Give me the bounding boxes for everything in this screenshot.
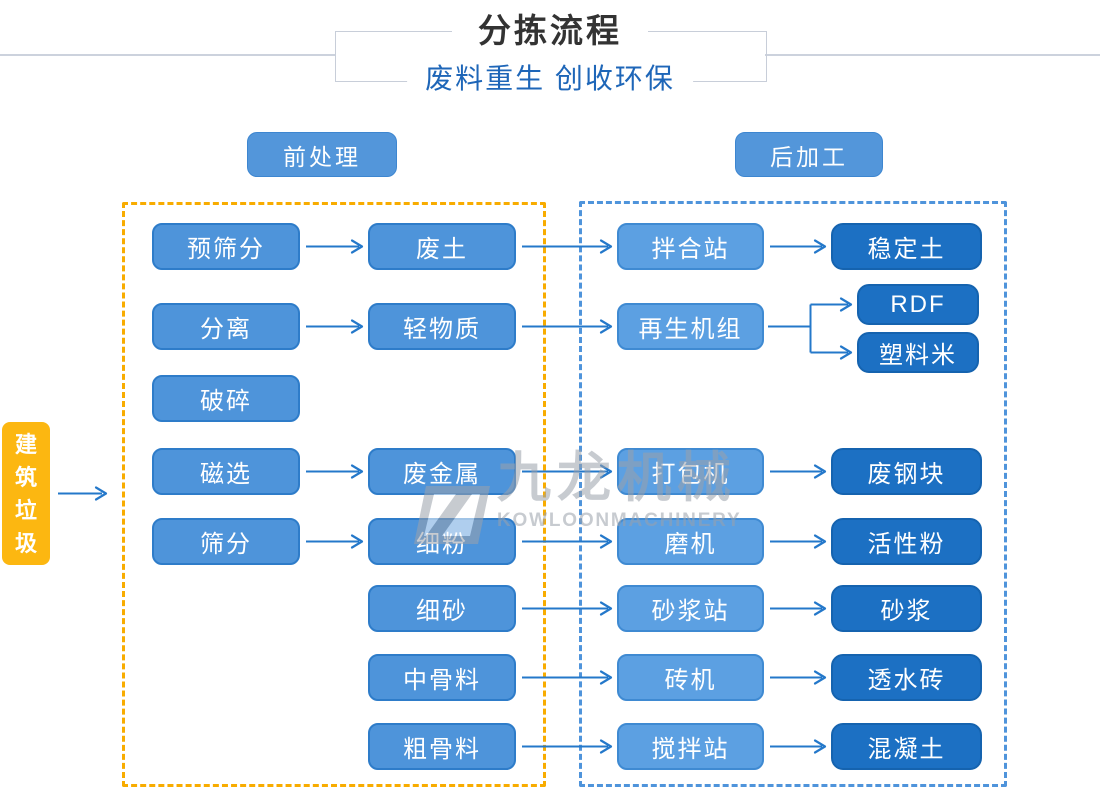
flow-node-yushaifen: 预筛分: [152, 223, 300, 270]
flow-node-suliaomi: 塑料米: [857, 332, 979, 373]
flow-node-zaishengjizu: 再生机组: [617, 303, 764, 350]
source-label: 建筑垃圾: [2, 422, 50, 565]
flow-node-wendingtu: 稳定土: [831, 223, 982, 270]
flow-node-dabaoji: 打包机: [617, 448, 764, 495]
flow-node-huoxingfen: 活性粉: [831, 518, 982, 565]
pre-processing-tag: 前处理: [247, 132, 397, 177]
flow-node-zhongguliao: 中骨料: [368, 654, 516, 701]
flow-node-xifen: 细粉: [368, 518, 516, 565]
source-label-char: 圾: [14, 530, 37, 556]
flow-node-shajiangzhan: 砂浆站: [617, 585, 764, 632]
flow-node-rdf: RDF: [857, 284, 979, 325]
flow-node-xisha: 细砂: [368, 585, 516, 632]
page-title: 分拣流程: [452, 12, 648, 50]
flow-node-banhezhan: 拌合站: [617, 223, 764, 270]
post-processing-zone: [579, 201, 1007, 787]
source-label-char: 垃: [14, 497, 37, 523]
flow-node-moji: 磨机: [617, 518, 764, 565]
header-divider-left: [0, 54, 335, 56]
flow-node-jiaobanzhan: 搅拌站: [617, 723, 764, 770]
header-divider-right: [765, 54, 1100, 56]
pre-processing-zone: [122, 202, 546, 787]
flow-node-feigangkuai: 废钢块: [831, 448, 982, 495]
source-label-char: 建: [14, 431, 37, 457]
flow-node-shaifen: 筛分: [152, 518, 300, 565]
post-processing-tag: 后加工: [735, 132, 883, 177]
flow-node-qingwuzhi: 轻物质: [368, 303, 516, 350]
flow-node-shajiang: 砂浆: [831, 585, 982, 632]
flow-node-feitu: 废土: [368, 223, 516, 270]
flow-node-cixuan: 磁选: [152, 448, 300, 495]
source-label-char: 筑: [14, 464, 37, 490]
page-subtitle: 废料重生 创收环保: [407, 63, 693, 96]
flow-node-zhuanji: 砖机: [617, 654, 764, 701]
flow-node-posui: 破碎: [152, 375, 300, 422]
flow-node-hunningtu: 混凝土: [831, 723, 982, 770]
flow-node-feijinshu: 废金属: [368, 448, 516, 495]
flow-node-toushuizhuan: 透水砖: [831, 654, 982, 701]
flow-node-fenli: 分离: [152, 303, 300, 350]
flow-node-cuguliao: 粗骨料: [368, 723, 516, 770]
